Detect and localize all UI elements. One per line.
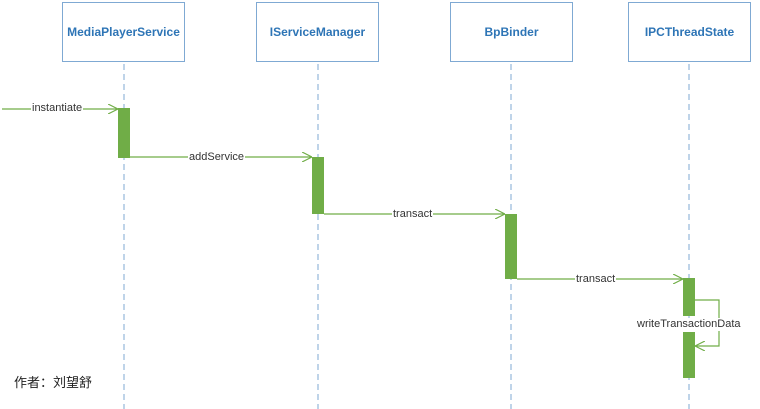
participant-label: MediaPlayerService [67,25,180,39]
participant-label: BpBinder [484,25,539,39]
participant-mediaplayerservice: MediaPlayerService [62,2,185,62]
message-label-transact-1: transact [392,208,434,221]
activation-bpb [505,214,517,279]
message-label-addservice: addService [188,151,246,164]
participant-bpbinder: BpBinder [450,2,573,62]
message-label-writetransactiondata: writeTransactionData [636,318,742,331]
activation-ipc-2 [683,332,695,378]
activation-ism [312,157,324,214]
participant-label: IPCThreadState [644,25,735,39]
activation-mps [118,108,130,158]
message-label-transact-2: transact [575,273,617,286]
participant-ipcthreadstate: IPCThreadState [628,2,751,62]
participant-label: IServiceManager [269,25,366,39]
participant-iservicemanager: IServiceManager [256,2,379,62]
message-label-instantiate: instantiate [31,102,84,115]
activation-ipc-1 [683,278,695,316]
author-credit: 作者：刘望舒 [14,376,93,391]
